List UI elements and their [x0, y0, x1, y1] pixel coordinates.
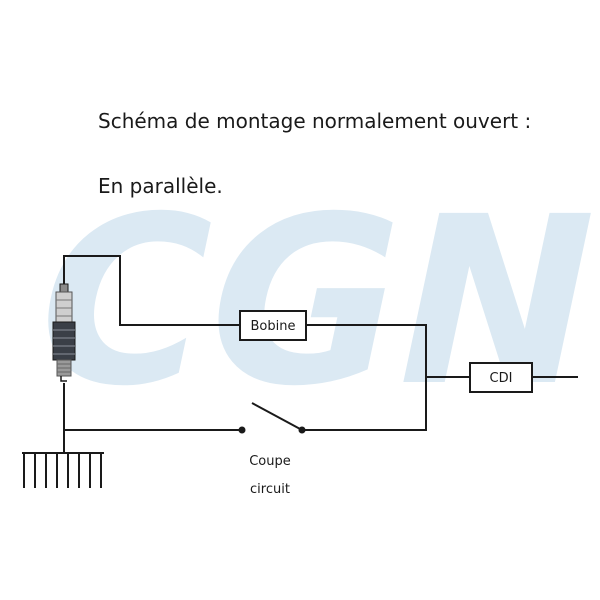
switch-label-line2: circuit: [250, 482, 290, 497]
diagram-title: Schéma de montage normalement ouvert :: [98, 109, 532, 133]
wires: [63, 255, 578, 453]
cdi-component: CDI: [469, 362, 533, 393]
wire-plug-to-coil: [63, 255, 240, 326]
spark-plug-icon: [52, 283, 76, 382]
watermark-logo: CGN: [10, 167, 600, 437]
ground-icon: [22, 452, 104, 488]
switch-icon: [238, 402, 306, 434]
coil-component: Bobine: [239, 310, 307, 341]
coil-label: Bobine: [251, 319, 296, 334]
diagram-subtitle: En parallèle.: [98, 174, 223, 198]
cdi-label: CDI: [490, 371, 513, 386]
coil-box: [239, 310, 307, 341]
switch-label-line1: Coupe: [249, 454, 291, 469]
cdi-box: [469, 362, 533, 393]
